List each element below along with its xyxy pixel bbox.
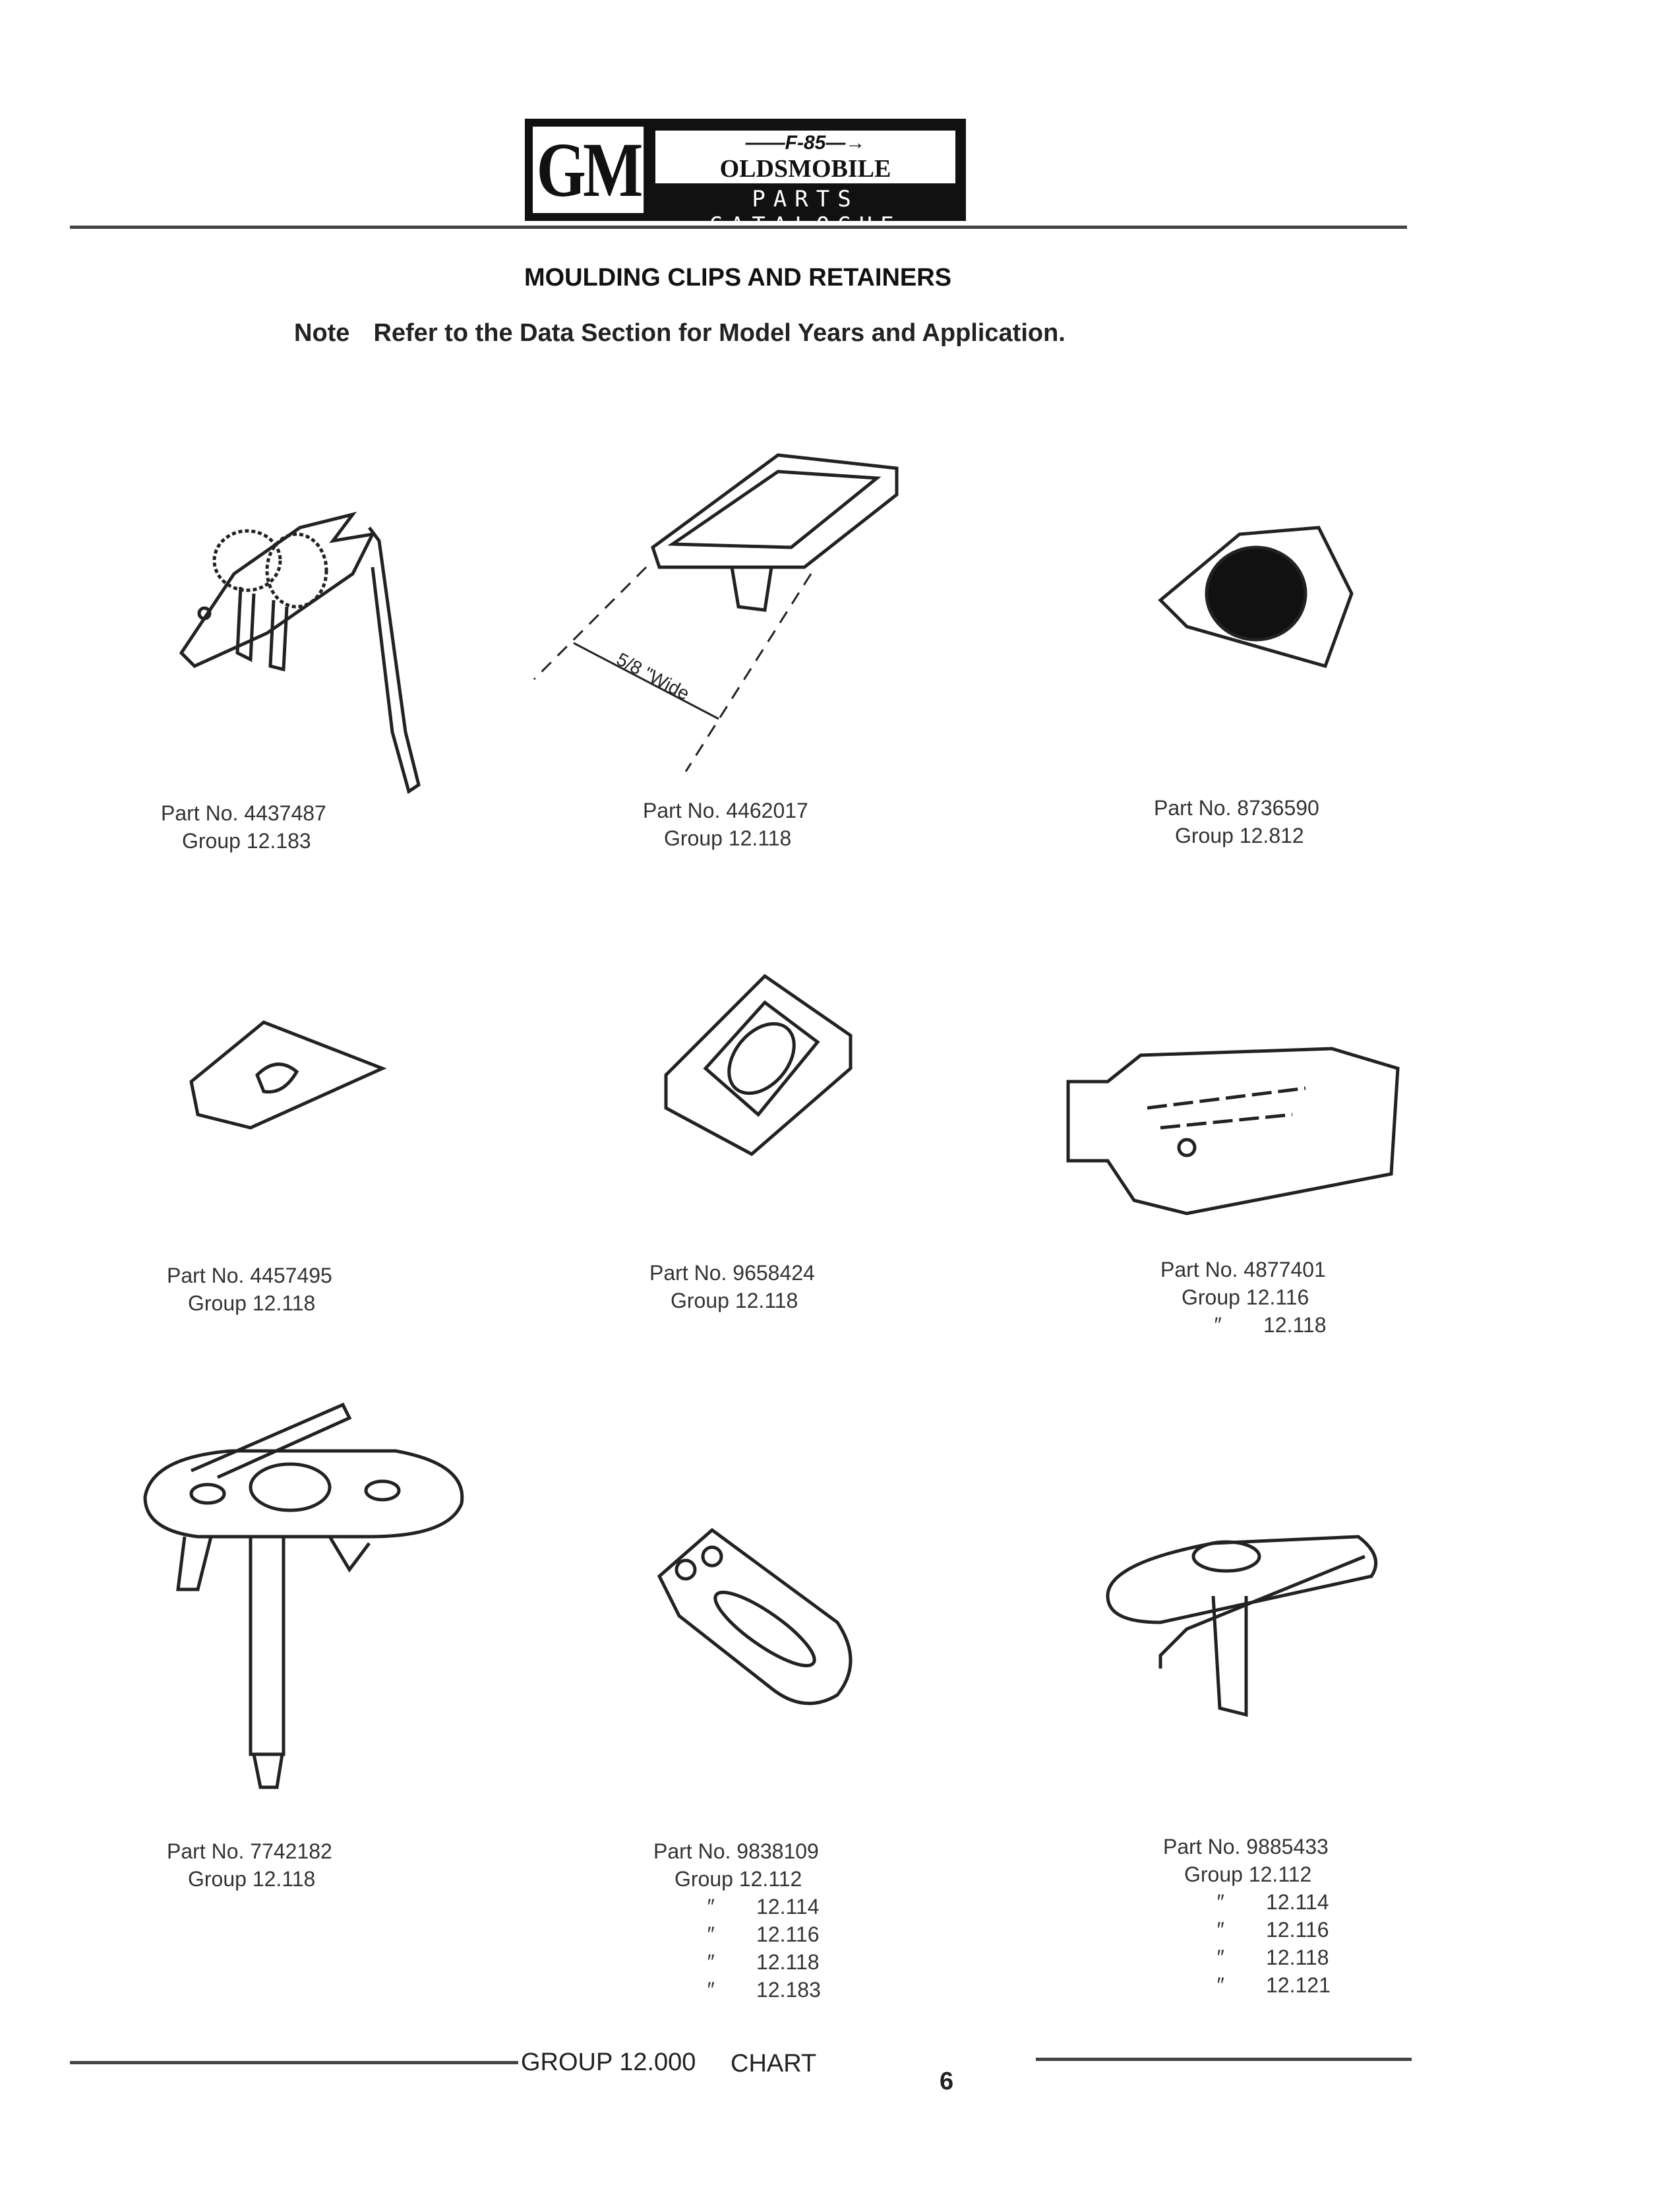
group-ditto-line: ″ 12.114 — [653, 1893, 821, 1920]
ditto-mark: ″ — [1216, 1890, 1224, 1914]
group-number: Group 12.118 — [664, 826, 792, 850]
ditto-mark: ″ — [1216, 1946, 1224, 1969]
ditto-mark: ″ — [1216, 1918, 1224, 1942]
catalogue-subtitle: PARTS CATALOGUE — [709, 186, 902, 239]
footer-chart: CHART — [731, 2050, 817, 2077]
group-number: 12.118 — [1263, 1313, 1327, 1337]
ditto-mark: ″ — [706, 1950, 714, 1974]
clip-illustration-4462017: 5/8 "Wide — [521, 442, 916, 772]
part-number: Part No. 4462017 — [643, 799, 808, 822]
brand-name: OLDSMOBILE — [719, 155, 891, 183]
group-number: Group 12.812 — [1175, 824, 1304, 847]
clip-illustration-9885433 — [1095, 1517, 1391, 1735]
page-title: MOULDING CLIPS AND RETAINERS — [524, 264, 952, 292]
part-number: Part No. 4877401 — [1160, 1258, 1326, 1281]
model-logo: ——F-85—→ — [745, 132, 866, 154]
clip-illustration-4877401 — [1055, 1042, 1411, 1220]
note-text: Refer to the Data Section for Model Year… — [373, 319, 1065, 347]
group-ditto-line: ″ 12.183 — [653, 1976, 821, 2004]
catalogue-logo: GM ——F-85—→ OLDSMOBILE PARTS CATALOGUE — [525, 119, 966, 239]
group-ditto-line: ″ 12.116 — [653, 1920, 821, 1948]
group-number: Group 12.183 — [182, 829, 311, 853]
ditto-mark: ″ — [1216, 1973, 1224, 1997]
group-number: 12.118 — [756, 1950, 820, 1974]
group-ditto-line: ″ 12.118 — [653, 1948, 821, 1976]
clip-illustration-4457495 — [178, 1009, 389, 1141]
clip-illustration-7742182 — [132, 1392, 475, 1800]
group-ditto-line: ″ 12.121 — [1163, 1971, 1331, 1999]
note-line: Note Refer to the Data Section for Model … — [294, 319, 1089, 348]
part-number: Part No. 9885433 — [1163, 1835, 1329, 1859]
gm-logo: GM — [533, 127, 644, 213]
part-number: Part No. 9838109 — [653, 1839, 819, 1863]
part-number: Part No. 4437487 — [161, 801, 326, 825]
group-number: Group 12.118 — [188, 1867, 316, 1891]
part-number: Part No. 8736590 — [1154, 796, 1319, 820]
part-number: Part No. 4457495 — [167, 1264, 332, 1287]
ditto-mark: ″ — [706, 1978, 714, 2002]
group-number: Group 12.118 — [188, 1291, 316, 1315]
clip-illustration-9658424 — [653, 963, 864, 1161]
group-ditto-line: ″ 12.118 — [1160, 1311, 1327, 1339]
group-number: 12.116 — [1266, 1918, 1329, 1942]
brand-box: ——F-85—→ OLDSMOBILE — [655, 131, 955, 183]
group-number: Group 12.116 — [1182, 1285, 1309, 1309]
footer-rule-right — [1036, 2058, 1412, 2061]
group-number: 12.121 — [1266, 1973, 1331, 1997]
ditto-mark: ″ — [1213, 1313, 1221, 1337]
ditto-mark: ″ — [706, 1895, 714, 1919]
group-number: Group 12.112 — [1184, 1862, 1312, 1886]
group-number: 12.116 — [756, 1922, 820, 1946]
group-ditto-line: ″ 12.114 — [1163, 1888, 1331, 1916]
group-ditto-line: ″ 12.116 — [1163, 1916, 1331, 1944]
footer-rule-left — [70, 2061, 518, 2064]
group-number: Group 12.118 — [671, 1289, 798, 1312]
clip-illustration-9838109 — [653, 1517, 870, 1715]
group-number: 12.118 — [1266, 1946, 1329, 1969]
clip-illustration-8736590 — [1147, 514, 1365, 679]
page-number: 6 — [940, 2068, 954, 2095]
group-number: 12.114 — [756, 1895, 820, 1919]
footer-group: GROUP 12.000 — [521, 2048, 696, 2076]
model-text: F-85 — [785, 132, 826, 154]
note-label: Note — [294, 319, 350, 347]
group-ditto-line: ″ 12.118 — [1163, 1944, 1331, 1971]
group-number: Group 12.112 — [675, 1867, 802, 1891]
ditto-mark: ″ — [706, 1922, 714, 1946]
part-number: Part No. 9658424 — [649, 1261, 815, 1285]
part-number: Part No. 7742182 — [167, 1839, 332, 1863]
clip-illustration-4437487 — [155, 455, 432, 798]
group-number: 12.114 — [1266, 1890, 1329, 1914]
group-number: 12.183 — [756, 1978, 821, 2002]
header-rule — [70, 226, 1407, 229]
